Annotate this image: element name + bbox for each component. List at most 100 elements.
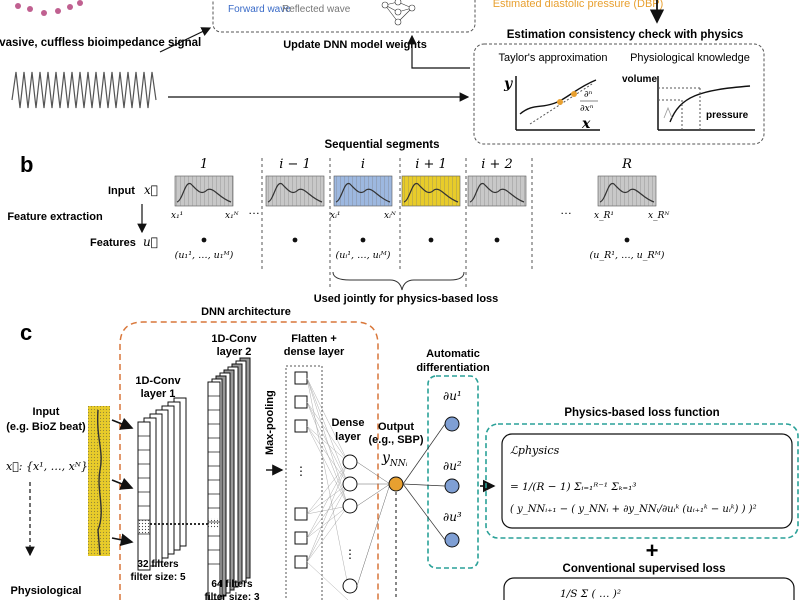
taylor-x-axis: x xyxy=(581,116,591,132)
dense-layer-title: dense layer xyxy=(284,346,345,358)
conv1-filters: 32 filters xyxy=(137,559,179,570)
flatten-title: Flatten + xyxy=(291,333,337,345)
physiological-label: Physiological xyxy=(11,585,82,597)
panel-b: b Sequential segments Input x⃗ Feature e… xyxy=(7,139,670,305)
segment-feature-dot xyxy=(494,237,500,243)
conv2-filters: 64 filters xyxy=(211,579,253,590)
input-vec: x⃗: {x¹, …, xᴺ} xyxy=(6,460,88,473)
jointly-label: Used jointly for physics-based loss xyxy=(314,293,499,305)
segment-ellipsis-2: … xyxy=(560,203,572,217)
segment-waveform xyxy=(267,182,323,203)
formula-rhs: ( y_NNᵢ₊₁ − ( y_NNᵢ + ∂y_NNᵢ/∂uᵢᵏ (uᵢ₊₁ᵏ… xyxy=(510,504,757,515)
segment-6: Rx_R¹ x_Rᴺ (u_R¹, …, u_Rᴹ) xyxy=(590,157,671,261)
taylor-deriv-num: ∂ⁿ xyxy=(584,90,593,100)
segment-label: i − 1 xyxy=(279,157,311,172)
input-sym: x⃗ xyxy=(144,183,158,197)
segment-waveform xyxy=(599,182,655,203)
segment-dividers xyxy=(261,158,533,290)
conv1-size: filter size: 5 xyxy=(130,572,185,583)
auto-diff-title: Automatic xyxy=(426,348,480,360)
panel-b-letter: b xyxy=(20,152,33,177)
segment-waveform xyxy=(335,182,391,203)
svg-text:⋮: ⋮ xyxy=(344,547,356,561)
conv2-stack xyxy=(207,357,251,600)
physio-plot: volume pressure xyxy=(622,74,755,131)
segment-4: i + 1 xyxy=(401,157,461,243)
signal-label-text: Non-invasive, cuffless bioimpedance sign… xyxy=(0,37,201,49)
feature-extraction-text: Feature extraction xyxy=(7,211,103,223)
segment-label: i + 1 xyxy=(415,157,447,172)
segment-hatch xyxy=(334,176,392,206)
segment-hatch xyxy=(266,176,324,206)
segment-x-first: x_R¹ xyxy=(594,211,614,221)
du3-label: ∂u³ xyxy=(443,510,462,524)
segment-2: i − 1 xyxy=(265,157,325,243)
segment-x-first: x₁¹ xyxy=(171,211,183,221)
svg-text:⋮: ⋮ xyxy=(295,464,307,478)
dnn-arch-title: DNN architecture xyxy=(201,306,291,318)
maxpool-label: Max-pooling xyxy=(264,390,276,455)
segment-feature-dot xyxy=(624,237,630,243)
input-sub: (e.g. BioZ beat) xyxy=(6,421,86,433)
segment-features: (uᵢ¹, …, uᵢᴹ) xyxy=(336,250,391,261)
segment-features: (u_R¹, …, u_Rᴹ) xyxy=(590,250,665,261)
segment-x-last: xᵢᴺ xyxy=(384,211,397,221)
panel-c: c DNN architecture Input (e.g. BioZ beat… xyxy=(6,306,799,600)
segment-ellipsis-1: … xyxy=(248,203,260,217)
taylor-y-axis: y xyxy=(503,76,513,92)
physics-loss-title: Physics-based loss function xyxy=(564,407,719,419)
conv-loss-box xyxy=(503,577,795,600)
segment-hatch xyxy=(598,176,656,206)
reflected-wave-label: Reflected wave xyxy=(282,4,351,15)
decorative-dots-icon xyxy=(15,0,83,16)
conv-loss-title: Conventional supervised loss xyxy=(563,563,726,575)
auto-diff-nodes xyxy=(444,416,460,548)
dense-units xyxy=(342,454,358,594)
segment-x-first: xᵢ¹ xyxy=(330,211,341,221)
flatten-dense-connections xyxy=(306,377,349,600)
auto-diff-sub: differentiation xyxy=(416,362,490,374)
segment-waveform xyxy=(403,182,459,203)
signal-to-dnn-arrow xyxy=(159,27,212,53)
output-title: Output xyxy=(378,421,414,433)
flatten-units xyxy=(294,371,308,569)
signal-label: Non-invasive, cuffless bioimpedance sign… xyxy=(0,37,201,49)
forward-wave-label: Forward wave xyxy=(228,4,291,15)
segment-features: (u₁¹, …, u₁ᴹ) xyxy=(175,250,234,261)
update-weights-arrow xyxy=(407,34,470,69)
auto-diff-box xyxy=(427,375,479,569)
segment-feature-dot xyxy=(428,237,434,243)
flatten-box xyxy=(285,365,323,600)
panel-a: Forward wave Reflected wave Estimated di… xyxy=(0,0,765,145)
pressure-label: pressure xyxy=(706,110,749,121)
dnn-arch-box xyxy=(119,321,379,600)
conv2-size: filter size: 3 xyxy=(204,592,259,600)
feature-extraction-label: Feature extraction xyxy=(7,211,103,223)
input-waveform xyxy=(96,409,102,556)
plus-sign: + xyxy=(646,538,659,563)
update-weights-text: Update DNN model weights xyxy=(283,39,427,51)
estimated-dbp-text: Estimated diastolic pressure (DBP) xyxy=(493,0,664,10)
dense-title: Dense xyxy=(331,417,364,429)
features-label: Features xyxy=(90,237,136,249)
dnn-box xyxy=(212,0,476,33)
segment-x-last: x_Rᴺ xyxy=(648,211,670,221)
consistency-title: Estimation consistency check with physic… xyxy=(507,29,743,41)
segment-feature-dot xyxy=(292,237,298,243)
update-weights-label: Update DNN model weights xyxy=(283,39,427,51)
segment-feature-dot xyxy=(360,237,366,243)
segment-label: R xyxy=(621,157,632,172)
segment-feature-dot xyxy=(201,237,207,243)
input-title: Input xyxy=(33,406,60,418)
segments-title: Sequential segments xyxy=(324,139,439,151)
segment-label: 1 xyxy=(200,157,208,172)
conv-loss-formula: 1/S Σ ( … )² xyxy=(560,588,621,600)
segment-hatch xyxy=(402,176,460,206)
conv1-title: 1D-Conv xyxy=(135,375,181,387)
physio-title: Physiological knowledge xyxy=(630,52,750,64)
output-node xyxy=(388,476,404,492)
conv2-sub: layer 2 xyxy=(217,346,252,358)
